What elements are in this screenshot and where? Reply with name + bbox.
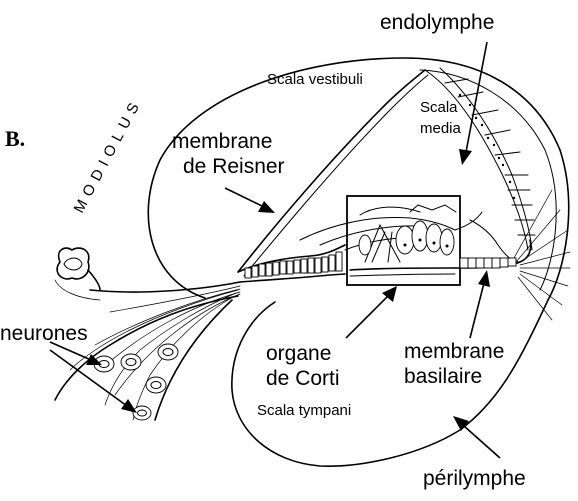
arrows-neurones — [50, 342, 137, 413]
arrow-membrane-basilaire — [470, 270, 490, 338]
membrane-reisner-label-2: de Reisner — [183, 155, 285, 178]
panel-letter: B. — [5, 126, 25, 151]
stria-vascularis — [425, 68, 535, 250]
nerve-trunk-knot — [57, 248, 100, 290]
organe-corti-label-1: organe — [266, 342, 331, 365]
scala-media-wall-right — [470, 220, 520, 262]
organe-corti-label-2: de Corti — [266, 367, 340, 390]
spiral-ligament-fibers — [514, 190, 570, 320]
arrow-organe-corti — [346, 286, 397, 338]
cochlear-nerve-fibers — [55, 280, 240, 420]
endolymphe-label: endolymphe — [380, 11, 494, 34]
arrow-endolymphe — [459, 42, 487, 165]
basilar-membrane-cells — [460, 258, 516, 268]
neurones-label: neurones — [0, 322, 88, 345]
arrow-reisner — [225, 188, 275, 213]
membrane-basilaire-label-1: membrane — [404, 340, 504, 363]
arrow-perilymphe — [453, 416, 500, 458]
modiolus-label: MODIOLUS — [71, 95, 146, 216]
membrane-reisner-label-1: membrane — [172, 130, 272, 153]
scala-media-label-1: Scala — [420, 99, 458, 116]
membrane-basilaire-label-2: basilaire — [404, 365, 482, 388]
scala-media-label-2: media — [420, 120, 462, 137]
scala-tympani-label: Scala tympani — [257, 402, 351, 419]
perilymphe-label: périlymphe — [423, 467, 526, 490]
spiral-ganglion-neurons — [94, 344, 178, 420]
scala-vestibuli-label: Scala vestibuli — [267, 71, 363, 88]
